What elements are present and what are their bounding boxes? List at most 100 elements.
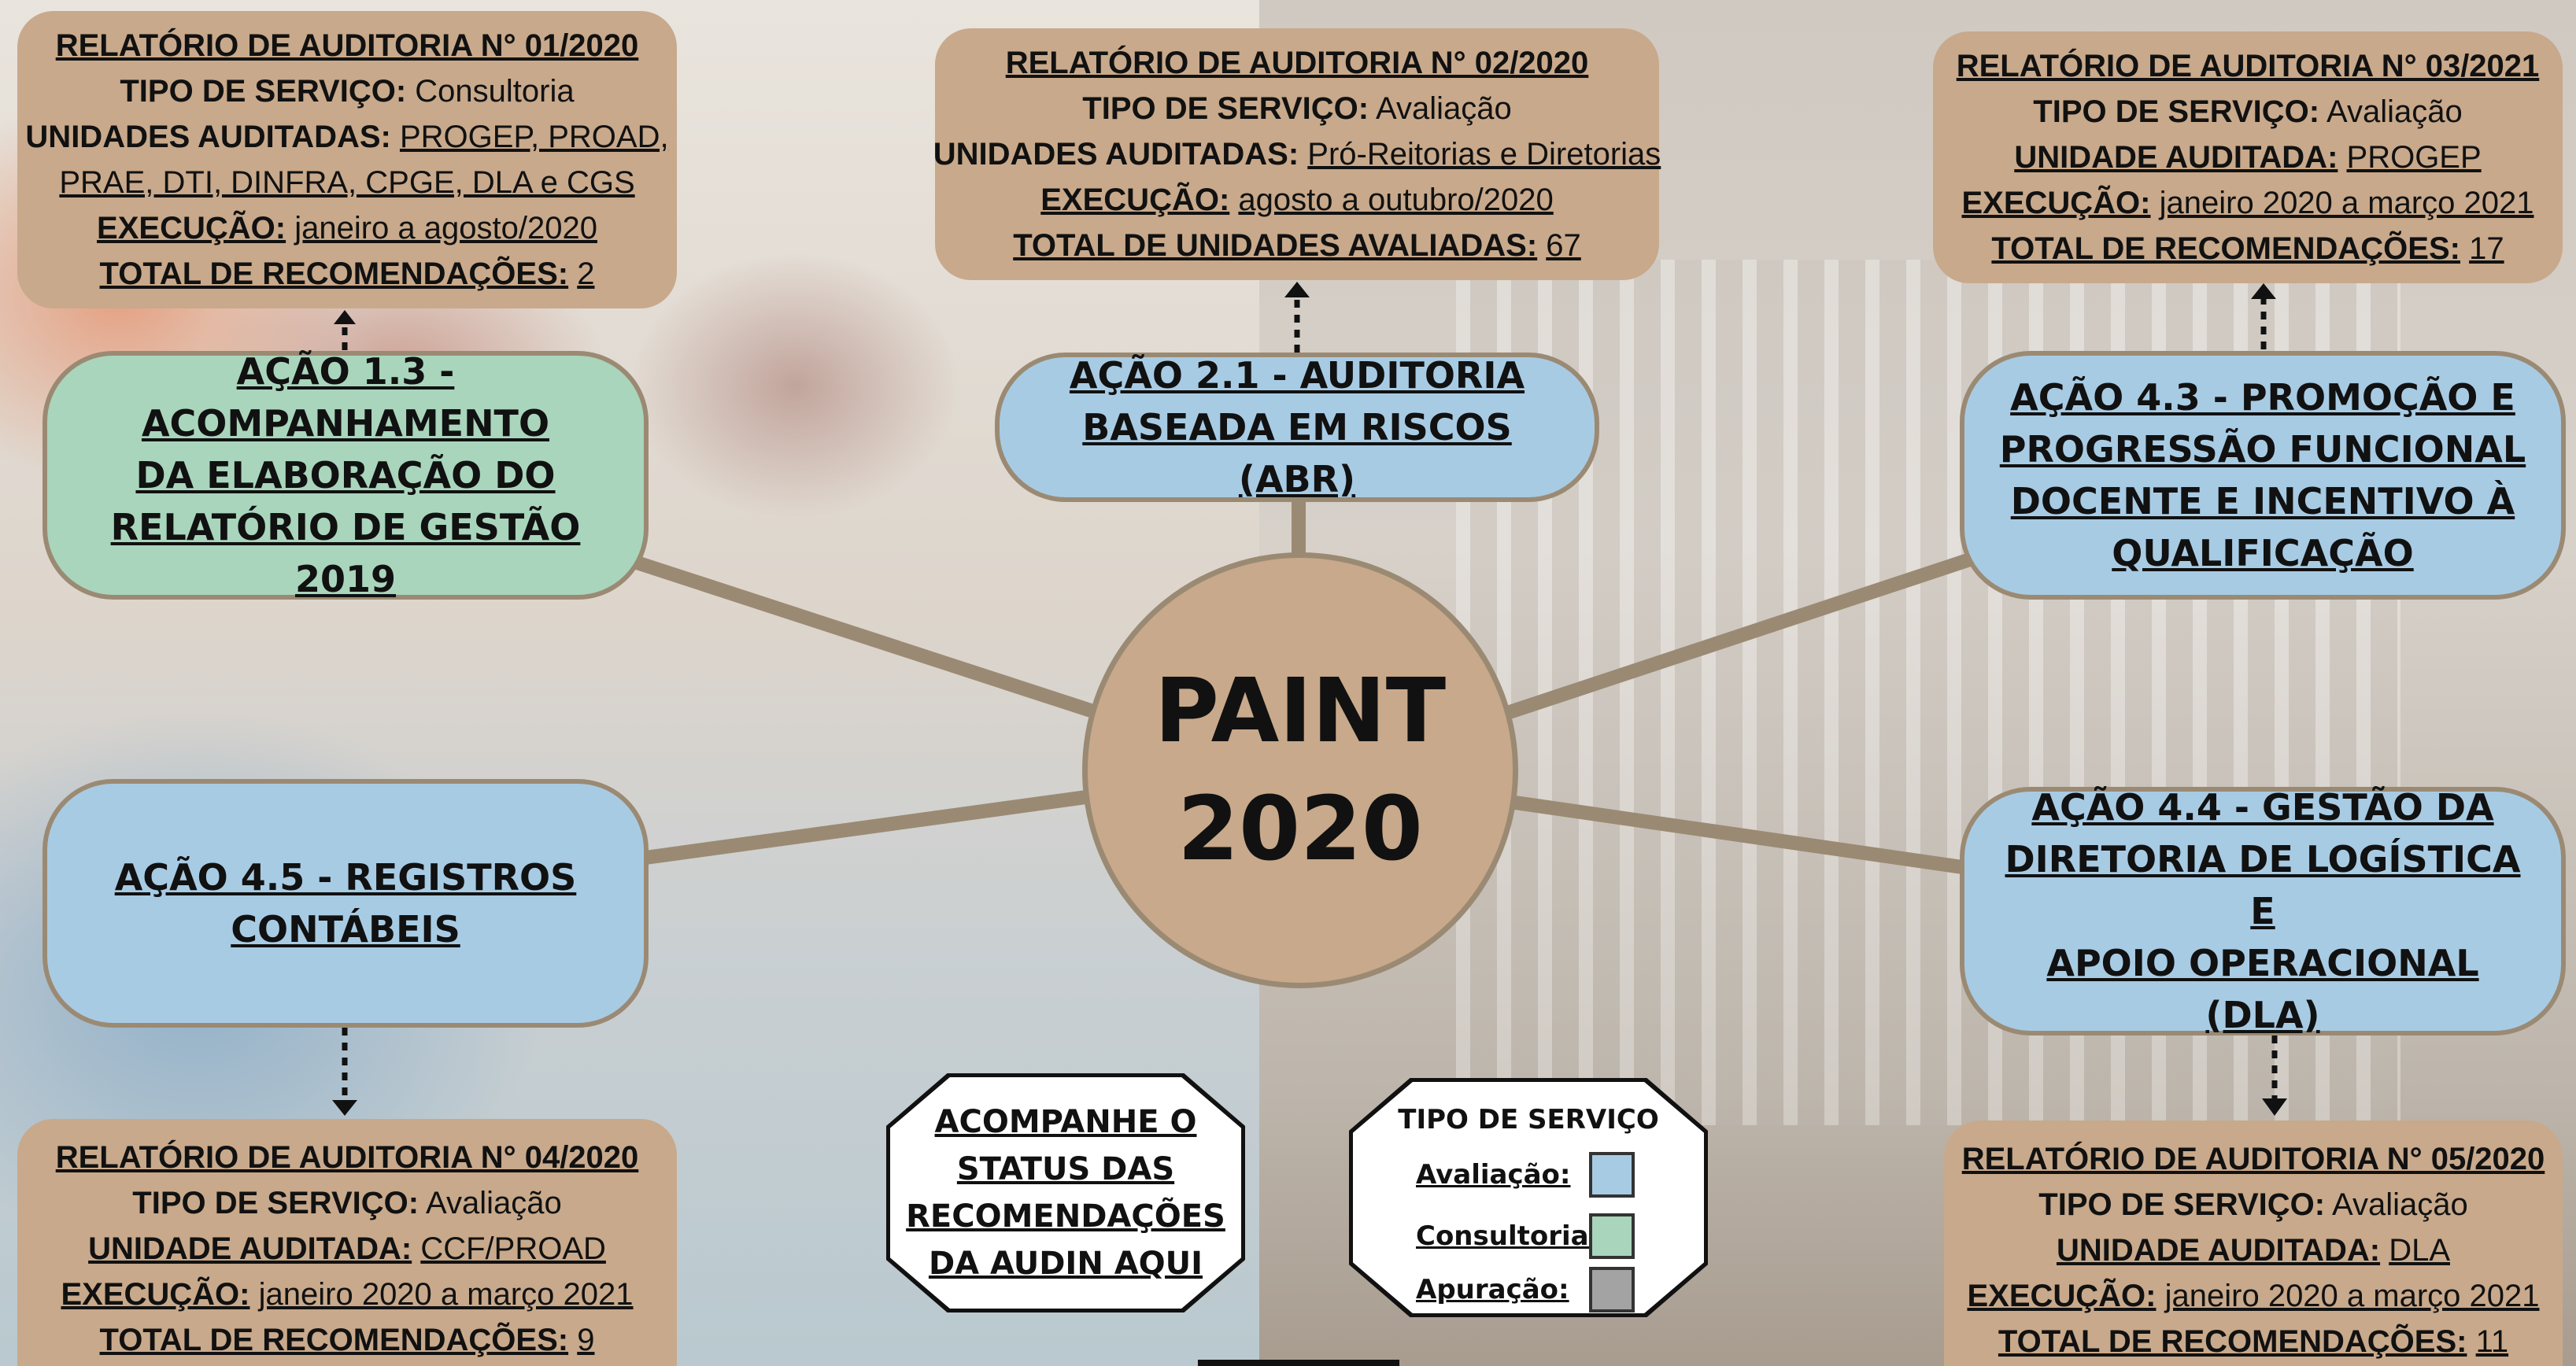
legend-item-consultoria: Consultoria: [1416,1213,1635,1260]
action-title-line: AÇÃO 4.4 - GESTÃO DA [2031,786,2494,829]
action-4-3-node[interactable]: AÇÃO 4.3 - PROMOÇÃO E PROGRESSÃO FUNCION… [1960,351,2566,600]
execution-value: agosto a outubro/2020 [1238,183,1554,217]
report-title: RELATÓRIO DE AUDITORIA N° 03/2021 [1956,49,2540,83]
action-title-line: AÇÃO 2.1 - AUDITORIA [1069,354,1525,397]
total-value: 9 [577,1323,595,1357]
bottom-edge-bar [1198,1360,1399,1366]
arrowhead-r3 [2251,283,2276,299]
service-type-legend: TIPO DE SERVIÇO Avaliação: Consultoria: … [1349,1078,1708,1317]
paint-2020-center-node: PAINT 2020 [1082,552,1518,988]
action-title-line: RELATÓRIO DE GESTÃO 2019 [110,506,581,600]
report-title: RELATÓRIO DE AUDITORIA N° 04/2020 [55,1140,639,1175]
report-card-01-2020[interactable]: RELATÓRIO DE AUDITORIA N° 01/2020 TIPO D… [17,11,677,308]
total-label: TOTAL DE RECOMENDAÇÕES: [99,257,569,291]
status-link-line: STATUS DAS [956,1151,1175,1187]
connector-a43 [1502,553,1975,719]
service-type-value: Avaliação [2326,94,2463,129]
action-1-3-node[interactable]: AÇÃO 1.3 - ACOMPANHAMENTO DA ELABORAÇÃO … [43,350,649,600]
action-title-line: CONTÁBEIS [231,908,460,951]
arrowhead-r5 [2262,1098,2287,1116]
action-2-1-node[interactable]: AÇÃO 2.1 - AUDITORIA BASEADA EM RISCOS (… [995,353,1599,502]
action-title-line: AÇÃO 4.5 - REGISTROS [114,856,577,899]
service-type-value: Consultoria [415,74,575,109]
total-label: TOTAL DE RECOMENDAÇÕES: [1998,1324,2467,1359]
action-title-line: PROGRESSÃO FUNCIONAL [1999,428,2526,471]
audited-unit-value[interactable]: CCF/PROAD [420,1231,606,1266]
total-value: 67 [1546,228,1581,263]
report-title: RELATÓRIO DE AUDITORIA N° 02/2020 [1005,46,1589,80]
action-title-line: DA ELABORAÇÃO DO [135,454,556,497]
center-title-line2: 2020 [1177,778,1423,881]
service-type-value: Avaliação [425,1186,562,1220]
execution-label: EXECUÇÃO: [1961,186,2151,220]
execution-value: janeiro 2020 a março 2021 [2159,186,2534,220]
total-value: 2 [577,257,595,291]
arrowhead-r4 [332,1100,357,1116]
arrowhead-r1 [334,310,356,324]
service-type-label: TIPO DE SERVIÇO: [120,74,407,109]
legend-item-apuracao: Apuração: [1416,1266,1635,1313]
execution-label: EXECUÇÃO: [1967,1279,2157,1313]
action-title-line: BASEADA EM RISCOS (ABR) [1082,406,1512,500]
action-title-line: APOIO OPERACIONAL (DLA) [2046,942,2479,1036]
action-4-5-node[interactable]: AÇÃO 4.5 - REGISTROS CONTÁBEIS [43,779,649,1028]
status-recommendations-link[interactable]: ACOMPANHE O STATUS DAS RECOMENDAÇÕES DA … [886,1073,1245,1312]
audited-units-value[interactable]: PROGEP, PROAD, [399,120,669,154]
total-label: TOTAL DE RECOMENDAÇÕES: [99,1323,569,1357]
legend-item-avaliacao: Avaliação: [1416,1151,1635,1198]
service-type-label: TIPO DE SERVIÇO: [2033,94,2320,129]
report-card-05-2020[interactable]: RELATÓRIO DE AUDITORIA N° 05/2020 TIPO D… [1944,1120,2563,1366]
execution-value: janeiro 2020 a março 2021 [2164,1279,2540,1313]
connector-a45 [638,790,1093,865]
legend-label: Consultoria: [1416,1220,1600,1252]
total-label: TOTAL DE UNIDADES AVALIADAS: [1013,228,1538,263]
audited-units-label: UNIDADES AUDITADAS: [933,137,1299,172]
center-title-line1: PAINT [1154,660,1447,762]
action-title-line: DIRETORIA DE LOGÍSTICA E [2005,838,2521,932]
legend-swatch-gray [1589,1267,1635,1312]
report-card-02-2020[interactable]: RELATÓRIO DE AUDITORIA N° 02/2020 TIPO D… [933,28,1661,280]
audited-unit-label: UNIDADE AUDITADA: [2014,140,2338,175]
audited-unit-label: UNIDADE AUDITADA: [2056,1233,2381,1268]
status-link-line: DA AUDIN AQUI [928,1246,1203,1282]
audited-unit-label: UNIDADE AUDITADA: [88,1231,412,1266]
execution-value: janeiro 2020 a março 2021 [258,1277,634,1312]
audited-unit-value[interactable]: DLA [2389,1233,2450,1268]
connector-a44 [1508,796,1975,875]
action-title-line: QUALIFICAÇÃO [2112,532,2414,574]
service-type-label: TIPO DE SERVIÇO: [2038,1187,2326,1222]
service-type-value: Avaliação [1375,91,1512,126]
total-value: 17 [2469,231,2504,266]
service-type-label: TIPO DE SERVIÇO: [1082,91,1369,126]
audited-unit-value[interactable]: PROGEP [2346,140,2482,175]
total-label: TOTAL DE RECOMENDAÇÕES: [1991,231,2460,266]
execution-label: EXECUÇÃO: [97,211,286,246]
execution-label: EXECUÇÃO: [61,1277,250,1312]
legend-swatch-green [1589,1213,1635,1259]
arrowhead-r2 [1284,282,1310,297]
audited-units-label: UNIDADES AUDITADAS: [25,120,391,154]
report-title: RELATÓRIO DE AUDITORIA N° 05/2020 [1961,1142,2545,1176]
service-type-value: Avaliação [2331,1187,2468,1222]
legend-label: Avaliação: [1416,1159,1571,1191]
service-type-label: TIPO DE SERVIÇO: [132,1186,419,1220]
legend-label: Apuração: [1416,1274,1569,1305]
execution-label: EXECUÇÃO: [1040,183,1230,217]
legend-swatch-blue [1589,1152,1635,1198]
report-title: RELATÓRIO DE AUDITORIA N° 01/2020 [55,28,639,63]
report-card-03-2021[interactable]: RELATÓRIO DE AUDITORIA N° 03/2021 TIPO D… [1933,31,2563,283]
action-title-line: AÇÃO 4.3 - PROMOÇÃO E [2010,376,2515,419]
status-link-line: RECOMENDAÇÕES [906,1198,1225,1235]
report-card-04-2020[interactable]: RELATÓRIO DE AUDITORIA N° 04/2020 TIPO D… [17,1119,677,1366]
total-value: 11 [2475,1324,2509,1359]
execution-value: janeiro a agosto/2020 [294,211,597,246]
audited-units-value[interactable]: Pró-Reitorias e Diretorias [1307,137,1661,172]
legend-title: TIPO DE SERVIÇO [1398,1104,1659,1135]
connector-a13 [623,553,1103,719]
action-title-line: AÇÃO 1.3 - ACOMPANHAMENTO [141,350,550,445]
action-title-line: DOCENTE E INCENTIVO À [2010,480,2515,522]
action-4-4-node[interactable]: AÇÃO 4.4 - GESTÃO DA DIRETORIA DE LOGÍST… [1960,786,2566,1036]
audited-units-value-cont[interactable]: PRAE, DTI, DINFRA, CPGE, DLA e CGS [59,165,635,200]
status-link-line: ACOMPANHE O [934,1104,1197,1140]
